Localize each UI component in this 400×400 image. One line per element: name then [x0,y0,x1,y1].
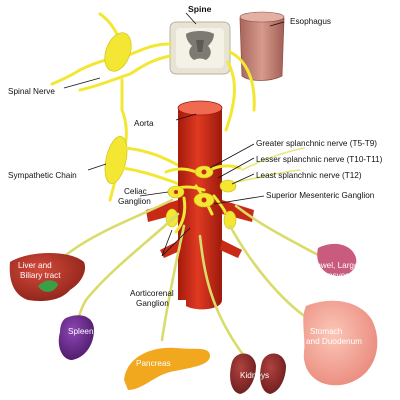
label-liver-2: Biliary tract [20,271,61,280]
label-stomach-2: and Duodenum [306,337,362,346]
kidneys-organ [230,353,286,394]
label-pancreas: Pancreas [136,359,171,368]
esophagus-organ [239,11,285,81]
label-aorticorenal-1: Aorticorenal [130,289,174,298]
label-bowel-1: Small Bowel, Large Bowel [288,261,383,270]
label-sympathetic-chain: Sympathetic Chain [8,171,77,180]
label-least-splanchnic: Least splanchnic nerve (T12) [256,171,362,180]
stomach-organ [303,300,378,386]
label-stomach-1: Stomach [310,327,343,336]
label-spine: Spine [188,4,212,14]
label-kidneys: Kidneys [240,371,269,380]
label-celiac-2: Ganglion [118,197,151,206]
label-aorticorenal-2: Ganglion [136,299,169,308]
label-bowel-2: up to the Transverse colon [282,271,379,280]
label-liver-1: Liver and [18,261,52,270]
label-spleen: Spleen [68,327,94,336]
sympathetic-nerves [50,12,256,202]
labels: Spine Esophagus Spinal Nerve Aorta Sympa… [8,4,383,380]
spine-vertebra [169,21,231,75]
leader-lines [63,12,285,257]
label-spinal-nerve: Spinal Nerve [8,87,55,96]
label-esophagus: Esophagus [290,17,331,26]
label-greater-splanchnic: Greater splanchnic nerve (T5-T9) [256,139,377,148]
label-aorta: Aorta [134,119,154,128]
liver-organ [9,253,86,301]
pancreas-organ [124,347,210,390]
label-lesser-splanchnic: Lesser splanchnic nerve (T10-T11) [256,155,383,164]
spleen-organ [58,315,94,360]
label-celiac-1: Celiac [124,187,147,196]
bowel-organ [317,243,357,276]
label-superior-mesenteric: Superior Mesenteric Ganglion [266,191,375,200]
